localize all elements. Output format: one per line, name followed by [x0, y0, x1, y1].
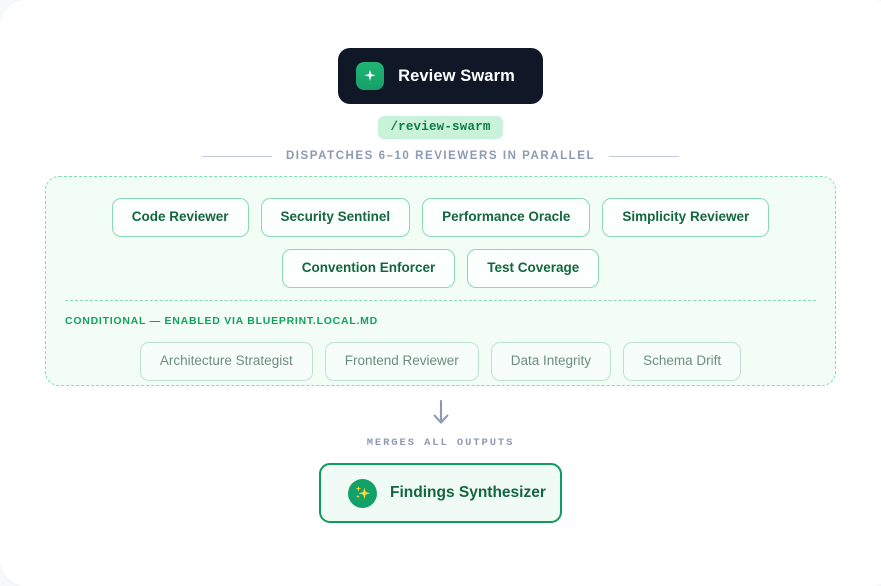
command-slug-pill: /review-swarm	[378, 116, 503, 139]
arrow-down-icon	[433, 400, 448, 424]
command-header-button[interactable]: Review Swarm	[338, 48, 543, 104]
conditional-section-header: CONDITIONAL — ENABLED VIA BLUEPRINT.LOCA…	[65, 299, 816, 329]
command-header-block: Review Swarm /review-swarm	[0, 48, 881, 139]
findings-synthesizer-title: Findings Synthesizer	[390, 484, 546, 501]
merge-block: MERGES ALL OUTPUTS	[0, 400, 881, 449]
conditional-chip[interactable]: Data Integrity	[490, 341, 612, 381]
merge-label: MERGES ALL OUTPUTS	[366, 437, 515, 449]
conditional-label: CONDITIONAL — ENABLED VIA BLUEPRINT.LOCA…	[65, 314, 378, 327]
conditional-chip[interactable]: Architecture Strategist	[139, 341, 313, 381]
divider-rule-left	[201, 155, 272, 157]
sparkle-icon	[356, 62, 385, 90]
command-title: Review Swarm	[398, 66, 515, 85]
reviewer-chip-row-2: Convention Enforcer Test Coverage	[65, 248, 816, 288]
dispatch-label: DISPATCHES 6–10 REVIEWERS IN PARALLEL	[285, 150, 596, 162]
reviewer-chip[interactable]: Security Sentinel	[260, 198, 411, 237]
reviewer-chip-row-1: Code Reviewer Security Sentinel Performa…	[65, 198, 816, 237]
conditional-chip-row: Architecture Strategist Frontend Reviewe…	[65, 341, 816, 381]
conditional-chip[interactable]: Schema Drift	[623, 341, 742, 381]
divider-rule-right	[609, 155, 680, 157]
swarm-panel: Code Reviewer Security Sentinel Performa…	[45, 176, 836, 386]
dispatch-divider: DISPATCHES 6–10 REVIEWERS IN PARALLEL	[0, 150, 881, 162]
reviewer-chip[interactable]: Test Coverage	[467, 248, 600, 288]
reviewer-chip[interactable]: Performance Oracle	[422, 198, 591, 237]
reviewer-chip[interactable]: Convention Enforcer	[281, 248, 456, 288]
reviewer-chip[interactable]: Simplicity Reviewer	[602, 198, 770, 237]
conditional-chip[interactable]: Frontend Reviewer	[324, 341, 479, 381]
findings-synthesizer-node[interactable]: Findings Synthesizer	[319, 463, 562, 523]
sparkles-icon	[348, 478, 377, 508]
reviewer-chip[interactable]: Code Reviewer	[111, 198, 249, 237]
